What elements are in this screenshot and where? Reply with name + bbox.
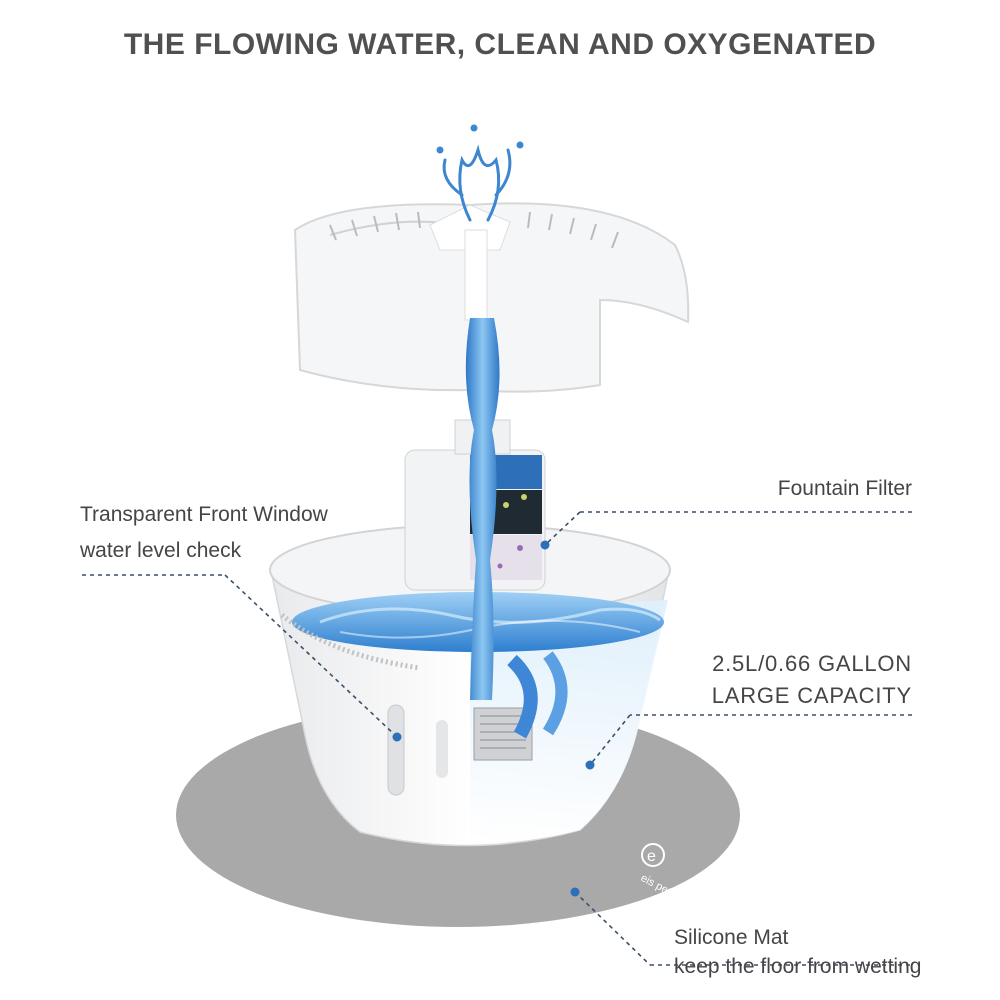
mat-callout-line (574, 891, 651, 966)
page-title: THE FLOWING WATER, CLEAN AND OXYGENATED (123, 28, 877, 61)
capacity-label-line2: LARGE CAPACITY (711, 683, 912, 708)
brand-logo-letter: e (647, 848, 656, 865)
mat-sub-label: keep the floor from wetting (674, 955, 922, 978)
front-window (387, 704, 405, 796)
filter-label: Fountain Filter (777, 477, 912, 500)
capacity-label-line1: 2.5L/0.66 GALLON (712, 651, 912, 676)
water-splash-icon (436, 124, 524, 222)
window-title-label: Transparent Front Window (80, 503, 328, 526)
water-stream (465, 318, 500, 700)
window-sub-label: water level check (80, 539, 242, 562)
mat-title-label: Silicone Mat (674, 926, 789, 949)
